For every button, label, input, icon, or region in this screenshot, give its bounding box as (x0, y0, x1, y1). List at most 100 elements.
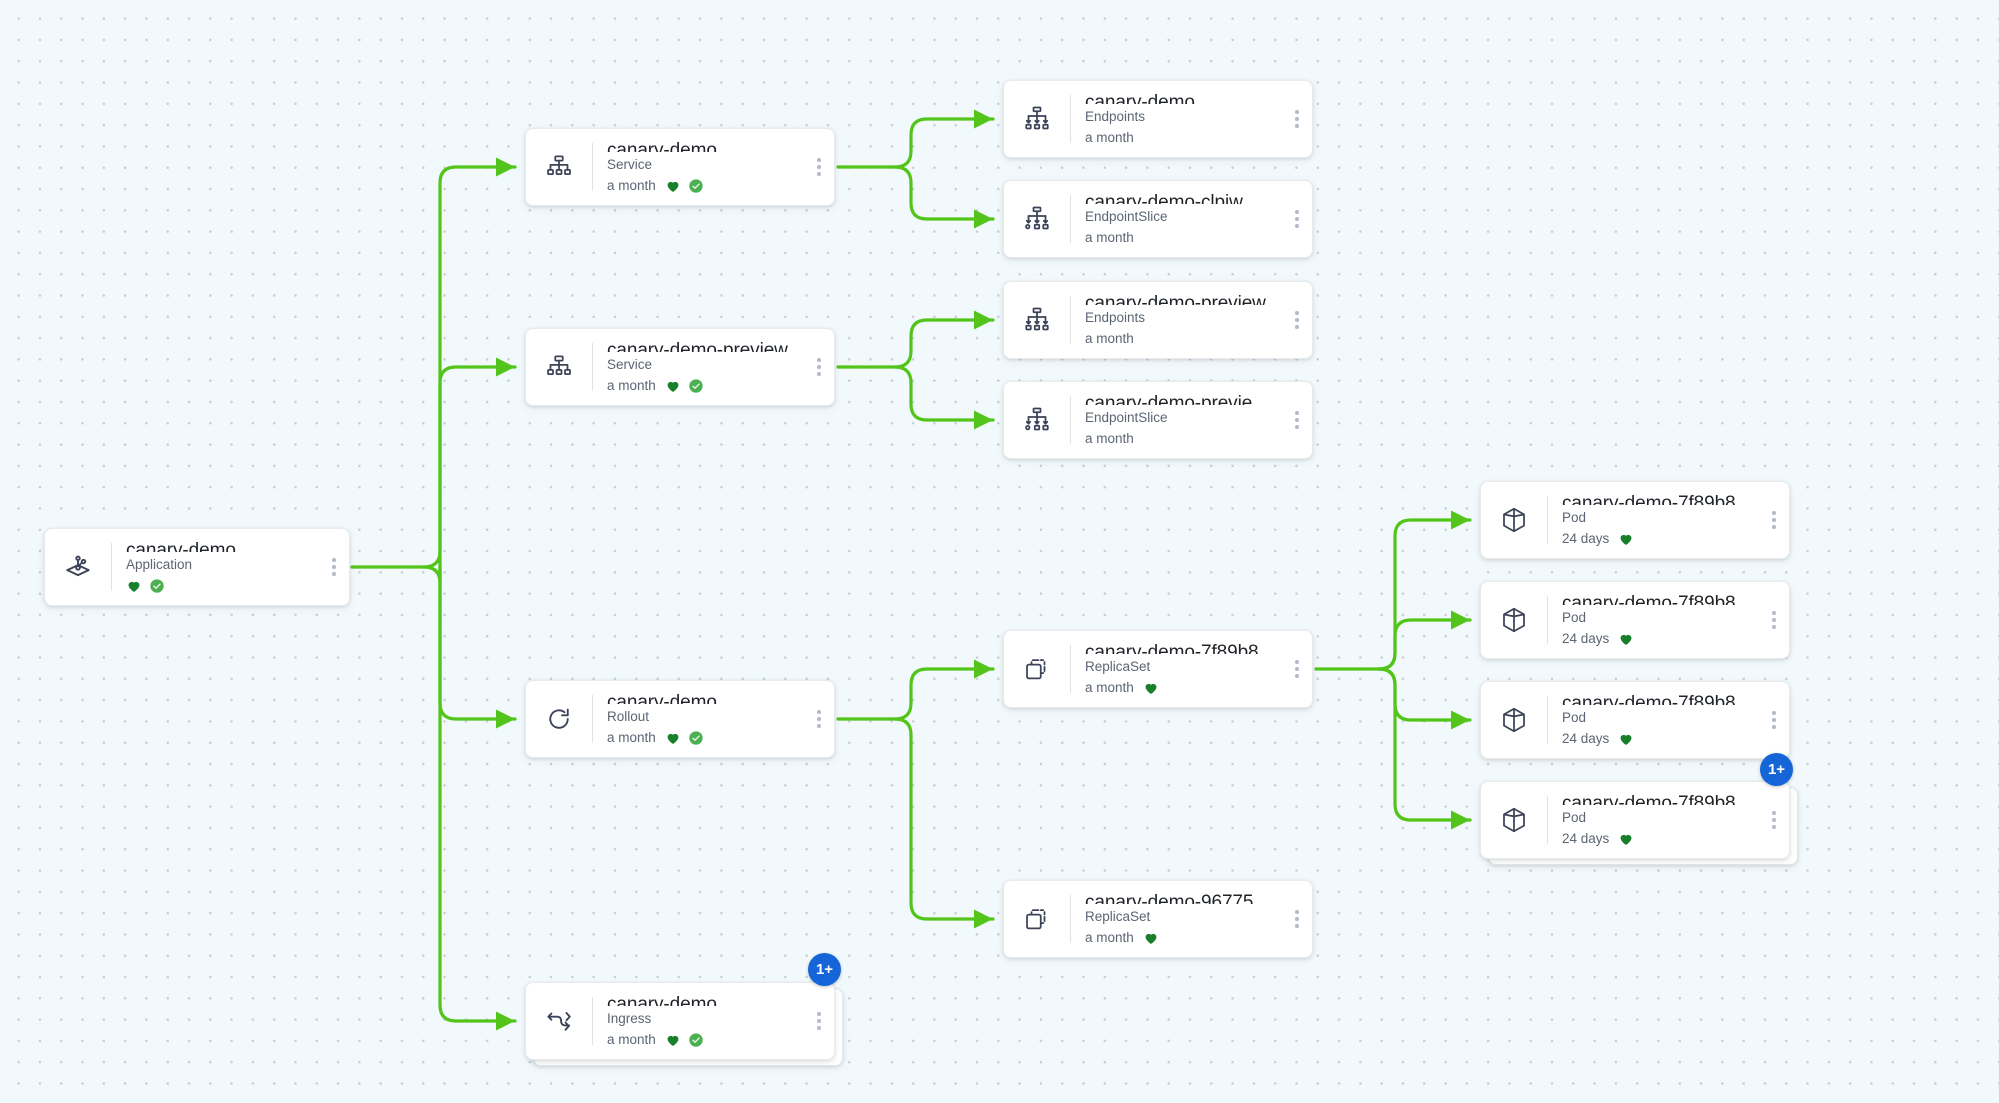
node-meta: 24 days (1562, 731, 1759, 747)
node-title: canary-demo-7f89b8b97... (1562, 793, 1759, 805)
kebab-menu-icon[interactable] (1759, 682, 1789, 758)
node-body: canary-demo Rollout a month (593, 681, 804, 757)
graph-node-pod-3[interactable]: canary-demo-7f89b8b97... Pod 24 days (1480, 681, 1790, 759)
node-age: a month (1085, 679, 1134, 695)
node-divider (1070, 195, 1071, 243)
kebab-menu-icon[interactable] (1282, 881, 1312, 957)
graph-node-svc-1[interactable]: canary-demo Service a month (525, 128, 835, 206)
kebab-menu-icon[interactable] (1759, 482, 1789, 558)
graph-node-eps-1[interactable]: canary-demo-clpjw EndpointSlice a month (1003, 180, 1313, 258)
node-count-badge[interactable]: 1+ (1760, 753, 1793, 786)
edge-app-service1 (422, 157, 517, 569)
node-body: canary-demo-clpjw EndpointSlice a month (1071, 181, 1282, 257)
graph-node-rs-2[interactable]: canary-demo-967754b4c ReplicaSet a month (1003, 880, 1313, 958)
graph-node-pod-2[interactable]: canary-demo-7f89b8b97... Pod 24 days (1480, 581, 1790, 659)
graph-node-ep-1[interactable]: canary-demo Endpoints a month (1003, 80, 1313, 158)
node-kind: ReplicaSet (1085, 908, 1151, 924)
node-count-badge[interactable]: 1+ (808, 953, 841, 986)
kebab-menu-icon[interactable] (804, 129, 834, 205)
kebab-dots (1295, 311, 1299, 329)
kebab-dots (1772, 811, 1776, 829)
node-age: a month (1085, 129, 1134, 145)
health-heart-icon (1143, 930, 1159, 946)
graph-node-pod-1[interactable]: canary-demo-7f89b8b97... Pod 24 days (1480, 481, 1790, 559)
graph-node-svc-2[interactable]: canary-demo-preview Service a month (525, 328, 835, 406)
service-icon (526, 129, 592, 205)
node-divider (1070, 95, 1071, 143)
node-age: a month (607, 729, 656, 745)
edge-app-ingress (438, 565, 517, 1031)
kebab-menu-icon[interactable] (1282, 282, 1312, 358)
node-body: canary-demo Application (112, 529, 319, 605)
node-body: canary-demo-7f89b8b97... Pod 24 days (1548, 782, 1759, 858)
graph-node-rs-1[interactable]: canary-demo-7f89b8b978 ReplicaSet a mont… (1003, 630, 1313, 708)
kebab-menu-icon[interactable] (804, 681, 834, 757)
node-title: canary-demo-7f89b8b978 (1085, 642, 1282, 654)
rollout-icon (526, 681, 592, 757)
node-title: canary-demo-preview (1085, 293, 1266, 305)
node-kind: Endpoints (1085, 108, 1146, 124)
status-badges (1143, 930, 1159, 946)
ingress-icon (526, 983, 592, 1059)
edge-svc1-endpoints (893, 109, 995, 169)
node-title: canary-demo-7f89b8b97... (1562, 593, 1759, 605)
node-meta: a month (607, 378, 804, 394)
edge-svc1-endpointslice (893, 165, 995, 229)
node-age: a month (1085, 929, 1134, 945)
node-divider (111, 543, 112, 591)
kebab-menu-icon[interactable] (1759, 782, 1789, 858)
node-age: a month (1085, 229, 1134, 245)
node-meta: 24 days (1562, 831, 1759, 847)
node-body: canary-demo-7f89b8b978 ReplicaSet a mont… (1071, 631, 1282, 707)
kebab-menu-icon[interactable] (804, 983, 834, 1059)
kebab-menu-icon[interactable] (1759, 582, 1789, 658)
graph-node-app[interactable]: canary-demo Application (44, 528, 350, 606)
kebab-dots (817, 158, 821, 176)
graph-node-pod-4[interactable]: canary-demo-7f89b8b97... Pod 24 days (1480, 781, 1790, 859)
kebab-menu-icon[interactable] (1282, 382, 1312, 458)
node-meta: a month (607, 178, 804, 194)
node-age: a month (607, 177, 656, 193)
node-divider (1547, 496, 1548, 544)
kebab-menu-icon[interactable] (1282, 631, 1312, 707)
node-age: a month (1085, 430, 1134, 446)
graph-node-ep-2[interactable]: canary-demo-preview Endpoints a month (1003, 281, 1313, 359)
node-title: canary-demo-967754b4c (1085, 892, 1282, 904)
node-title: canary-demo (607, 140, 717, 152)
node-title: canary-demo (126, 540, 236, 552)
health-heart-icon (665, 730, 681, 746)
node-age: 24 days (1562, 730, 1610, 746)
status-badges (665, 730, 704, 746)
node-age: 24 days (1562, 530, 1610, 546)
health-heart-icon (665, 378, 681, 394)
node-divider (592, 997, 593, 1045)
edge-rollout-rs1 (893, 659, 995, 721)
edge-rs1-pod4 (1377, 667, 1472, 830)
graph-node-ingress[interactable]: canary-demo Ingress a month (525, 982, 835, 1060)
node-body: canary-demo Service a month (593, 129, 804, 205)
node-body: canary-demo-preview Endpoints a month (1071, 282, 1282, 358)
status-badges (665, 178, 704, 194)
node-meta: a month (607, 730, 804, 746)
endpoints-icon (1004, 81, 1070, 157)
node-title: canary-demo (607, 692, 717, 704)
node-divider (1547, 796, 1548, 844)
kebab-dots (332, 558, 336, 576)
kebab-menu-icon[interactable] (319, 529, 349, 605)
health-heart-icon (665, 1032, 681, 1048)
node-meta: 24 days (1562, 531, 1759, 547)
sync-check-icon (688, 730, 704, 746)
kebab-menu-icon[interactable] (1282, 181, 1312, 257)
node-meta: a month (1085, 331, 1282, 347)
node-title: canary-demo-clpjw (1085, 192, 1243, 204)
node-meta: a month (1085, 230, 1282, 246)
kebab-dots (817, 1012, 821, 1030)
kebab-menu-icon[interactable] (804, 329, 834, 405)
graph-node-rollout[interactable]: canary-demo Rollout a month (525, 680, 835, 758)
kebab-menu-icon[interactable] (1282, 81, 1312, 157)
node-body: canary-demo-preview Service a month (593, 329, 804, 405)
kebab-dots (1772, 511, 1776, 529)
graph-node-eps-2[interactable]: canary-demo-preview-v... EndpointSlice a… (1003, 381, 1313, 459)
status-badges (665, 1032, 704, 1048)
